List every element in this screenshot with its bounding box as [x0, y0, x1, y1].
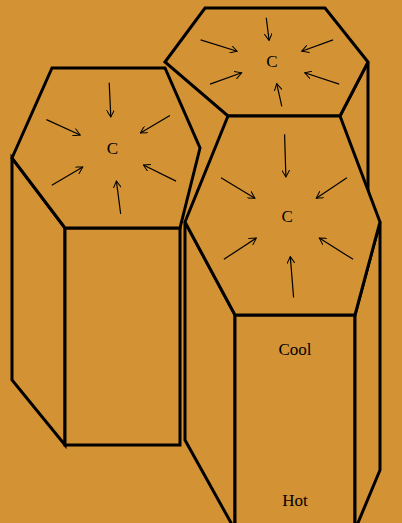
temperature-label: Cool — [278, 341, 311, 360]
inflow-arrow — [140, 116, 169, 134]
inflow-arrow — [277, 84, 282, 107]
hexagon-top — [12, 68, 200, 228]
prism-side — [235, 315, 355, 523]
inflow-arrow — [285, 134, 286, 177]
inflow-arrow — [116, 181, 120, 214]
inflow-arrow — [109, 83, 111, 117]
inflow-arrow — [224, 238, 256, 259]
inflow-arrow — [143, 165, 176, 181]
temperature-label: Hot — [282, 492, 308, 511]
inflow-arrow — [221, 178, 255, 198]
inflow-arrow — [46, 120, 80, 135]
inflow-arrow — [305, 73, 340, 84]
prism-side — [65, 228, 180, 445]
inflow-arrow — [201, 40, 237, 51]
inflow-arrow — [302, 40, 333, 51]
prism-face: CoolHot — [235, 315, 355, 523]
hexagon-top — [185, 116, 380, 315]
center-label: C — [266, 53, 277, 72]
center-label: C — [281, 208, 292, 227]
inflow-arrow — [290, 257, 293, 298]
cell-top: C — [281, 208, 292, 227]
cell-top: C — [266, 53, 277, 72]
inflow-arrow — [319, 238, 353, 259]
inflow-arrow — [52, 167, 83, 185]
center-label: C — [107, 140, 118, 159]
inflow-arrow — [316, 178, 347, 198]
inflow-arrow — [266, 18, 269, 41]
cell-top: C — [107, 140, 118, 159]
inflow-arrow — [210, 73, 242, 84]
hexagon-top — [165, 8, 368, 116]
